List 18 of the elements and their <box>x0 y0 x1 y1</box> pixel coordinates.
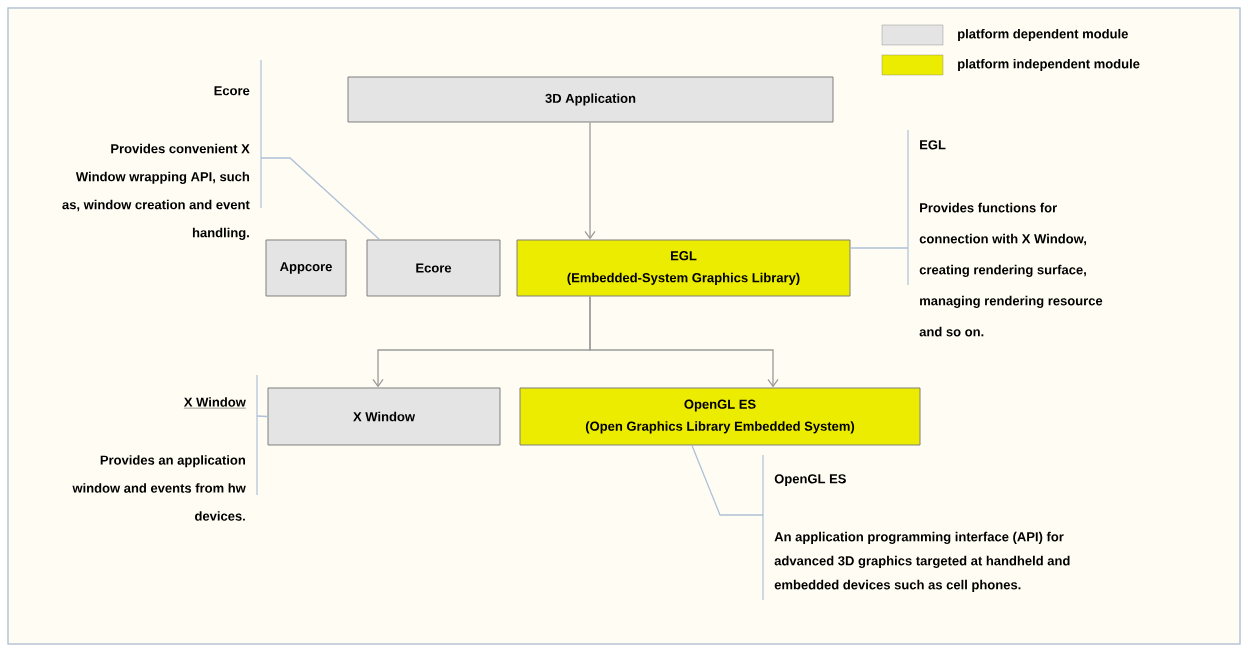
legend-label: platform dependent module <box>958 28 1128 42</box>
module-box: EGL (Embedded-System Graphics Library) <box>516 239 851 297</box>
callout-text: X Window Provides an application window and events from hw devices. <box>72 397 246 521</box>
module-box: Ecore <box>366 239 501 297</box>
leader-line <box>260 157 381 241</box>
leader-line <box>256 415 269 418</box>
module-box: 3D Application <box>347 76 834 123</box>
legend-label: platform independent module <box>958 58 1140 72</box>
module-box: X Window <box>267 387 501 446</box>
arrow <box>589 295 779 388</box>
module-box: OpenGL ES (Open Graphics Library Embedded System) <box>519 387 921 446</box>
module-box: Appcore <box>265 239 347 297</box>
callout-text: OpenGL ES An application programming interface (API) for advanced 3D graphics targeted at handheld and embedded devices such as cell phones. <box>774 474 1070 592</box>
callout-text: Ecore Provides convenient X Window wrapping API, such as, window creation and event handling. <box>62 86 250 240</box>
arrow <box>584 121 596 240</box>
callout-text: EGL Provides functions for connection with X Window, creating rendering surface, managing rendering resource and so on. <box>919 140 1103 337</box>
leader-line <box>691 444 764 516</box>
leader-line <box>849 247 909 249</box>
